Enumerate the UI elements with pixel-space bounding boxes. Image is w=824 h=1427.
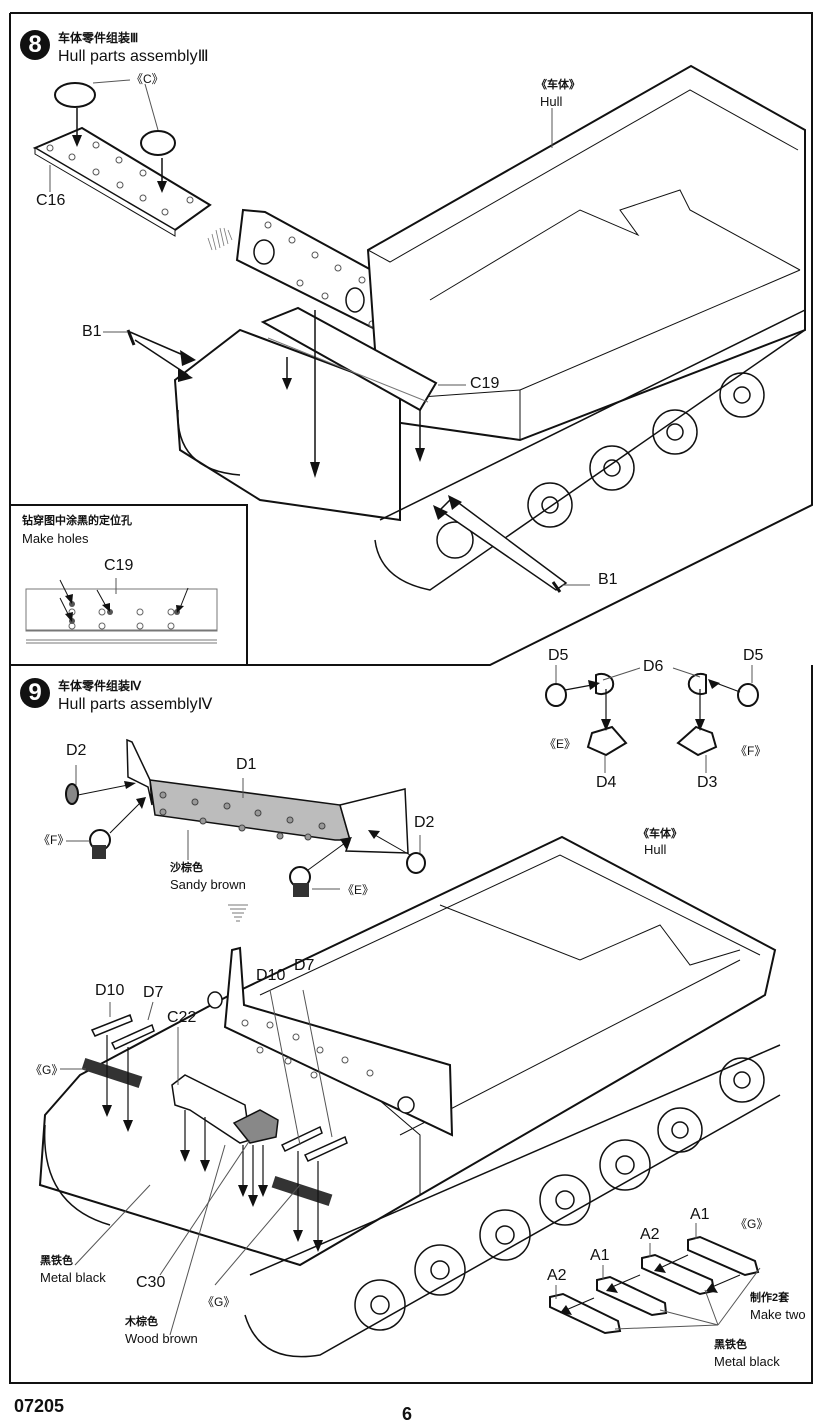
label-tracks-metal-black-en: Metal black: [714, 1354, 780, 1369]
track-run-step9: [43, 1044, 781, 1358]
step-8-illustration: [32, 64, 806, 593]
label-c16: C16: [36, 192, 66, 209]
label-make-two-en: Make two: [750, 1307, 806, 1322]
label-sandy-brown-en: Sandy brown: [170, 877, 246, 892]
label-a2-top: A2: [640, 1226, 660, 1243]
label-d2-right: D2: [414, 814, 435, 831]
hull-body-step9: [38, 835, 777, 1267]
page-number: 6: [402, 1404, 413, 1424]
label-hull-zh: 《车体》: [536, 79, 580, 91]
label-d2-left: D2: [66, 742, 87, 759]
label-wood-brown-en: Wood brown: [125, 1331, 198, 1346]
label-make-two-zh: 制作2套: [750, 1292, 790, 1304]
label-metal-black-zh: 黑铁色: [40, 1255, 73, 1267]
label-d10-left: D10: [95, 982, 125, 999]
step-8-title-en: Hull parts assemblyⅢ: [58, 48, 209, 65]
label-sprue-g-tracks: 《G》: [735, 1217, 769, 1231]
c16-plate: [32, 126, 212, 237]
label-a1-top: A1: [690, 1206, 710, 1223]
label-a2-bottom: A2: [547, 1267, 567, 1284]
kit-number: 07205: [14, 1396, 65, 1416]
step-8-frame: [9, 12, 813, 666]
label-d7-left: D7: [143, 984, 164, 1001]
label-b1-left: B1: [82, 323, 102, 340]
mount-subassembly: [545, 673, 759, 757]
label-sprue-g-bottom: 《G》: [202, 1295, 236, 1309]
label-hull-zh-step9: 《车体》: [638, 828, 682, 840]
label-d1: D1: [236, 756, 257, 773]
label-sprue-f: 《F》: [38, 833, 70, 847]
label-sprue-f-sub: 《F》: [735, 744, 767, 758]
label-d10-right: D10: [256, 967, 286, 984]
label-a1-mid: A1: [590, 1247, 610, 1264]
step-8-number-badge: 8: [20, 30, 50, 60]
label-c22: C22: [167, 1009, 197, 1026]
inset-title-zh: 钻穿图中涂黑的定位孔: [22, 515, 132, 527]
label-b1-right: B1: [598, 571, 618, 588]
step-9-frame: [9, 665, 813, 1384]
step-9-title-en: Hull parts assemblyⅣ: [58, 696, 213, 713]
step-9-illustration: [38, 665, 781, 1358]
label-hull-en-step9: Hull: [644, 842, 667, 857]
label-c30: C30: [136, 1274, 166, 1291]
step-9-title-zh: 车体零件组装Ⅳ: [58, 679, 142, 693]
inset-title-en: Make holes: [22, 531, 89, 546]
inset-part-c19: C19: [104, 557, 134, 574]
step-9-number-badge: 9: [20, 678, 50, 708]
bracket-c-part: [54, 82, 176, 156]
step-8-panel: 8 车体零件组装Ⅲ Hull parts assemblyⅢ: [0, 0, 824, 670]
label-c19: C19: [470, 375, 500, 392]
label-sprue-e-sub: 《E》: [544, 737, 577, 751]
label-sprue-c: 《C》: [131, 72, 164, 86]
label-d3: D3: [697, 774, 718, 791]
step-9-panel: 9 车体零件组装Ⅳ Hull parts assemblyⅣ: [0, 648, 824, 1385]
label-sandy-brown-zh: 沙棕色: [170, 862, 203, 874]
label-wood-brown-zh: 木棕色: [125, 1316, 158, 1328]
track-links-a1-a2: [549, 1235, 760, 1335]
label-d7-right: D7: [294, 957, 315, 974]
label-d4: D4: [596, 774, 617, 791]
inset-c19-drawing: [25, 578, 218, 644]
label-metal-black-en: Metal black: [40, 1270, 106, 1285]
step-8-title-zh: 车体零件组装Ⅲ: [58, 31, 139, 45]
label-sprue-e: 《E》: [342, 883, 375, 897]
label-d5-right: D5: [743, 647, 764, 664]
track-run: [177, 309, 806, 591]
label-d5-left: D5: [548, 647, 569, 664]
d1-front-plate: [126, 738, 409, 854]
label-d6: D6: [643, 658, 664, 675]
label-sprue-g-left: 《G》: [30, 1063, 64, 1077]
label-tracks-metal-black-zh: 黑铁色: [714, 1339, 747, 1351]
label-hull-en: Hull: [540, 94, 563, 109]
